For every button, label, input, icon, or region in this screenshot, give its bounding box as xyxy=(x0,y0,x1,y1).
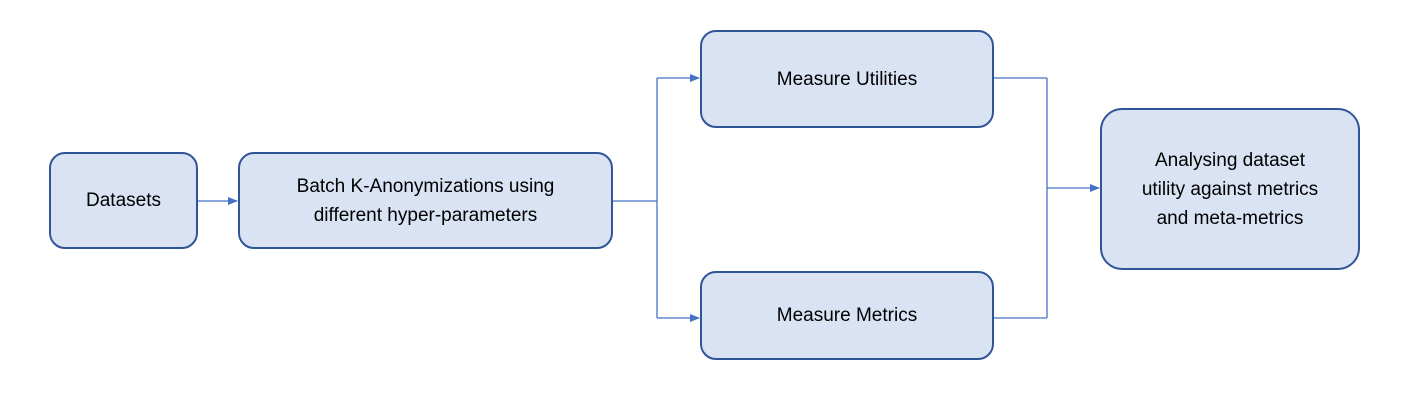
node-batch-label: Batch K-Anonymizations using different h… xyxy=(296,175,555,226)
node-batch-k-anonymizations: Batch K-Anonymizations using different h… xyxy=(238,152,613,249)
node-utilities-label: Measure Utilities xyxy=(776,68,918,90)
node-analysis: Analysing dataset utility against metric… xyxy=(1100,108,1360,270)
node-metrics-label: Measure Metrics xyxy=(776,305,918,326)
node-datasets: Datasets xyxy=(49,152,198,249)
node-analysis-label: Analysing dataset utility against metric… xyxy=(1141,149,1319,229)
node-datasets-label: Datasets xyxy=(86,190,161,211)
node-measure-metrics: Measure Metrics xyxy=(700,271,994,360)
node-measure-utilities: Measure Utilities xyxy=(700,30,994,128)
